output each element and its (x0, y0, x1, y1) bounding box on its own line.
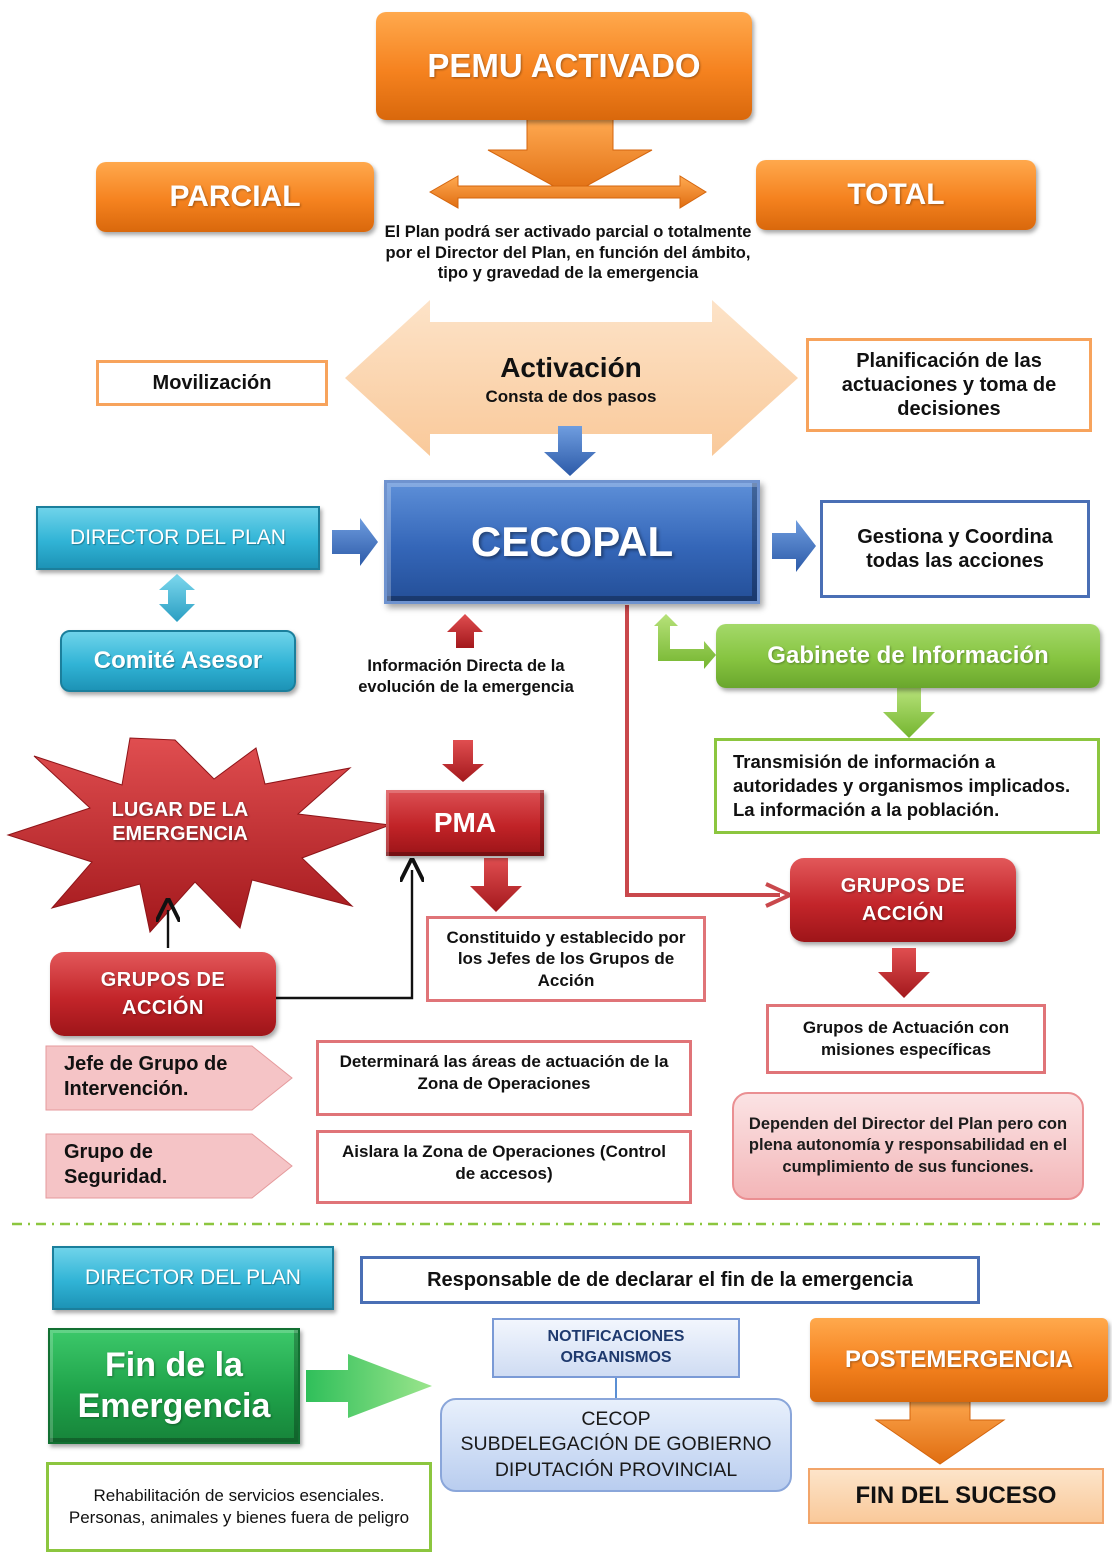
gabinete-elbow-arrow (654, 614, 716, 669)
rehabilitacion-label: Rehabilitación de servicios esenciales. … (68, 1485, 410, 1527)
planificacion-box: Planificación de las actuaciones y toma … (806, 338, 1092, 432)
pma-down-arrow (442, 740, 484, 782)
gestiona-box: Gestiona y Coordina todas las acciones (820, 500, 1090, 598)
parcial-total-double-arrow (428, 175, 707, 209)
subdelegacion-label: SUBDELEGACIÓN DE GOBIERNO (460, 1433, 772, 1456)
jefe-grupo-label: Jefe de Grupo de Intervención. (64, 1053, 228, 1100)
grupos-accion-right-box: GRUPOS DE ACCIÓN (790, 858, 1016, 942)
grupos-right-down-arrow (878, 948, 930, 998)
director-plan-end-label: DIRECTOR DEL PLAN (85, 1266, 301, 1289)
pma-desc-down-arrow (470, 858, 522, 912)
fin-suceso-label: FIN DEL SUCESO (855, 1482, 1057, 1509)
dependen-label: Dependen del Director del Plan pero con … (748, 1114, 1068, 1176)
pemu-label: PEMU ACTIVADO (427, 47, 701, 84)
movilizacion-box: Movilización (96, 360, 328, 406)
grupos-accion-right-label: GRUPOS DE ACCIÓN (840, 875, 966, 925)
pma-desc-box: Constituido y establecido por los Jefes … (426, 916, 706, 1002)
actuacion-box: Grupos de Actuación con misiones específ… (766, 1004, 1046, 1074)
activacion-subtitle: Consta de dos pasos (485, 387, 657, 406)
jefe-desc-box: Determinará las áreas de actuación de la… (316, 1040, 692, 1116)
activacion-title: Activación (500, 352, 642, 383)
fin-line2: Emergencia (77, 1387, 271, 1425)
pemu-down-arrow (487, 117, 653, 196)
activation-double-arrow (345, 300, 798, 456)
cecopal-right-arrow (772, 520, 816, 572)
cecopal-box: CECOPAL (384, 480, 760, 604)
gabinete-box: Gabinete de Información (716, 624, 1100, 688)
director-comite-double-arrow (159, 574, 195, 622)
comite-asesor-label: Comité Asesor (93, 647, 263, 674)
info-up-arrow (447, 614, 483, 648)
notificaciones-box: NOTIFICACIONES ORGANISMOS (492, 1318, 740, 1378)
post-down-arrow (874, 1393, 1006, 1465)
parcial-label: PARCIAL (169, 180, 301, 213)
movilizacion-label: Movilización (152, 371, 272, 394)
grupos-accion-left-box: GRUPOS DE ACCIÓN (50, 952, 276, 1036)
fin-emergencia-box: Fin de la Emergencia (48, 1328, 300, 1444)
total-box: TOTAL (756, 160, 1036, 230)
parcial-box: PARCIAL (96, 162, 374, 232)
cecopal-grupos-elbow (625, 605, 780, 897)
seguridad-chevron (45, 1133, 293, 1199)
total-label: TOTAL (847, 178, 945, 211)
grupos-to-pma-arrow (275, 870, 412, 1000)
pma-label: PMA (433, 807, 497, 838)
jefe-desc-label: Determinará las áreas de actuación de la… (339, 1052, 669, 1094)
director-plan-label: DIRECTOR DEL PLAN (70, 526, 286, 549)
grupos-accion-left-label: GRUPOS DE ACCIÓN (100, 969, 226, 1019)
transmision-box: Transmisión de información a autoridades… (714, 738, 1100, 834)
activation-explanation: El Plan podrá ser activado parcial o tot… (384, 223, 752, 283)
dependen-box: Dependen del Director del Plan pero con … (732, 1092, 1084, 1200)
seguridad-desc-label: Aislara la Zona de Operaciones (Control … (341, 1142, 667, 1184)
actuacion-label: Grupos de Actuación con misiones específ… (802, 1017, 1010, 1059)
director-plan-box: DIRECTOR DEL PLAN (36, 506, 320, 570)
jefe-chevron (45, 1045, 293, 1111)
pma-desc-label: Constituido y establecido por los Jefes … (446, 928, 686, 990)
rehabilitacion-box: Rehabilitación de servicios esenciales. … (46, 1462, 432, 1552)
transmision-label: Transmisión de información a autoridades… (733, 750, 1071, 821)
responsable-label: Responsable de de declarar el fin de la … (427, 1268, 913, 1291)
organismos-box: CECOP SUBDELEGACIÓN DE GOBIERNO DIPUTACI… (440, 1398, 792, 1492)
fin-suceso-box: FIN DEL SUCESO (808, 1468, 1104, 1524)
cecopal-label: CECOPAL (470, 518, 674, 565)
notificaciones-label: NOTIFICACIONES ORGANISMOS (547, 1328, 685, 1366)
gabinete-down-arrow (883, 688, 935, 738)
postemergencia-box: POSTEMERGENCIA (810, 1318, 1108, 1402)
comite-asesor-box: Comité Asesor (60, 630, 296, 692)
info-directa-text: Información Directa de la evolución de l… (358, 657, 574, 696)
planificacion-label: Planificación de las actuaciones y toma … (841, 350, 1057, 420)
gabinete-label: Gabinete de Información (767, 642, 1049, 669)
grupo-seguridad-label: Grupo de Seguridad. (64, 1141, 168, 1188)
lugar-starburst (6, 737, 391, 934)
director-plan-end-box: DIRECTOR DEL PLAN (52, 1246, 334, 1310)
pma-box: PMA (386, 790, 544, 856)
gestiona-label: Gestiona y Coordina todas las acciones (857, 526, 1053, 572)
activation-down-arrow (544, 426, 596, 476)
pemu-activado-box: PEMU ACTIVADO (376, 12, 752, 120)
responsable-box: Responsable de de declarar el fin de la … (360, 1256, 980, 1304)
diputacion-label: DIPUTACIÓN PROVINCIAL (494, 1458, 738, 1481)
fin-right-arrow (306, 1354, 432, 1418)
cecop-label: CECOP (581, 1407, 651, 1430)
fin-line1: Fin de la (105, 1346, 243, 1385)
seguridad-desc-box: Aislara la Zona de Operaciones (Control … (316, 1130, 692, 1204)
lugar-label: LUGAR DE LA EMERGENCIA (111, 799, 249, 845)
postemergencia-label: POSTEMERGENCIA (844, 1346, 1074, 1373)
director-right-arrow (332, 518, 378, 566)
